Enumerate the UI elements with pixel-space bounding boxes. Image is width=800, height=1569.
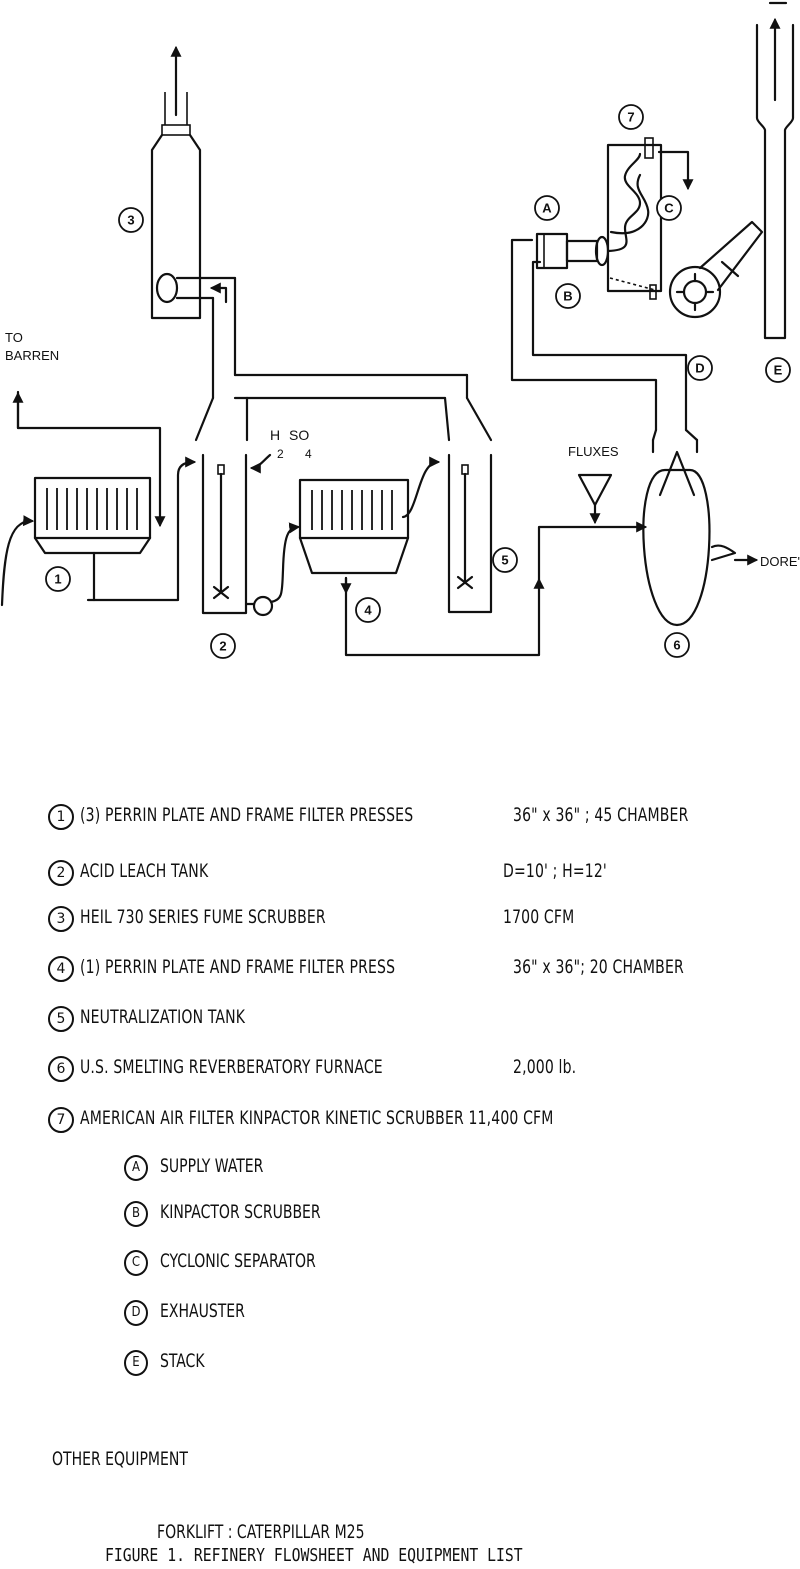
component-letter: A [124,1155,148,1181]
unit-label-5: 5 [492,547,518,573]
equipment-row-2: 2 ACID LEACH TANK D=10' ; H=12' [48,858,788,888]
refinery-flowsheet: TO BARREN H 2 SO 4 FLUXES DORE' 3 1 2 4 … [0,1,800,659]
furnace-feed [537,473,648,587]
svg-text:5: 5 [501,553,508,568]
dore-label: DORE' [760,554,800,569]
fluxes-label: FLUXES [568,444,619,459]
stack [755,1,795,340]
acid-leach-tank [201,453,301,617]
unit-label-4: 4 [355,597,381,623]
svg-text:7: 7 [627,110,634,125]
svg-text:4: 4 [364,603,372,618]
component-name: CYCLONIC SEPARATOR [160,1250,316,1272]
equipment-spec: 36" x 36" ; 45 CHAMBER [513,804,689,826]
svg-text:6: 6 [673,638,680,653]
equipment-spec: D=10' ; H=12' [503,860,607,882]
svg-text:3: 3 [127,213,134,228]
component-letter: C [124,1250,148,1276]
filter-press-1 [0,390,197,607]
unit-label-C: C [656,195,682,221]
reagent-h: H [270,427,280,443]
to-barren-label-2: BARREN [5,348,59,363]
filter-press-4 [298,456,545,657]
equipment-number: 7 [48,1107,74,1133]
component-name: SUPPLY WATER [160,1155,264,1177]
component-row-b: B KINPACTOR SCRUBBER [124,1199,624,1229]
svg-text:E: E [774,363,783,378]
equipment-spec: 2,000 lb. [513,1056,577,1078]
reverberatory-furnace [510,238,759,627]
fume-scrubber [150,45,237,400]
equipment-name: ACID LEACH TANK [80,860,209,882]
other-equipment-heading: OTHER EQUIPMENT [52,1448,188,1470]
svg-text:A: A [542,201,552,216]
equipment-number: 1 [48,804,74,830]
component-row-a: A SUPPLY WATER [124,1153,624,1183]
exhauster [668,220,764,319]
svg-text:C: C [664,201,674,216]
reagent-sub2: 4 [305,447,312,461]
equipment-number: 4 [48,956,74,982]
equipment-number: 2 [48,860,74,886]
equipment-name: (1) PERRIN PLATE AND FRAME FILTER PRESS [80,956,396,978]
component-letter: D [124,1300,148,1326]
unit-label-3: 3 [118,207,144,233]
equipment-name: AMERICAN AIR FILTER KINPACTOR KINETIC SC… [80,1107,554,1129]
reagent-sub1: 2 [277,447,284,461]
component-name: KINPACTOR SCRUBBER [160,1201,321,1223]
forklift-line: FORKLIFT : CATERPILLAR M25 [157,1521,365,1543]
equipment-name: HEIL 730 SERIES FUME SCRUBBER [80,906,326,928]
equipment-number: 6 [48,1056,74,1082]
component-letter: E [124,1350,148,1376]
equipment-row-7: 7 AMERICAN AIR FILTER KINPACTOR KINETIC … [48,1105,788,1135]
equipment-spec: 1700 CFM [503,906,575,928]
unit-label-A: A [534,195,560,221]
component-row-c: C CYCLONIC SEPARATOR [124,1248,624,1278]
to-barren-label-1: TO [5,330,23,345]
component-row-e: E STACK [124,1348,624,1378]
equipment-row-4: 4 (1) PERRIN PLATE AND FRAME FILTER PRES… [48,954,788,984]
equipment-row-1: 1 (3) PERRIN PLATE AND FRAME FILTER PRES… [48,802,788,832]
svg-text:B: B [563,289,572,304]
component-row-d: D EXHAUSTER [124,1298,624,1328]
equipment-name: U.S. SMELTING REVERBERATORY FURNACE [80,1056,383,1078]
equipment-number: 5 [48,1006,74,1032]
equipment-spec: 36" x 36"; 20 CHAMBER [513,956,684,978]
svg-text:D: D [695,361,704,376]
svg-text:1: 1 [54,572,61,587]
fume-duct [194,373,493,442]
unit-label-E: E [765,357,791,383]
component-name: STACK [160,1350,205,1372]
unit-label-1: 1 [45,566,71,592]
reagent-so: SO [289,427,309,443]
equipment-name: (3) PERRIN PLATE AND FRAME FILTER PRESSE… [80,804,414,826]
svg-text:2: 2 [219,639,226,654]
unit-label-D: D [687,355,713,381]
equipment-row-3: 3 HEIL 730 SERIES FUME SCRUBBER 1700 CFM [48,904,788,934]
unit-label-6: 6 [664,632,690,658]
unit-label-7: 7 [618,104,644,130]
figure-caption: FIGURE 1. REFINERY FLOWSHEET AND EQUIPME… [105,1545,523,1566]
equipment-row-5: 5 NEUTRALIZATION TANK [48,1004,788,1034]
component-name: EXHAUSTER [160,1300,245,1322]
component-letter: B [124,1201,148,1227]
unit-label-2: 2 [210,633,236,659]
equipment-number: 3 [48,906,74,932]
equipment-row-6: 6 U.S. SMELTING REVERBERATORY FURNACE 2,… [48,1054,788,1084]
unit-label-B: B [555,283,581,309]
neutralization-tank [447,453,493,614]
equipment-name: NEUTRALIZATION TANK [80,1006,246,1028]
